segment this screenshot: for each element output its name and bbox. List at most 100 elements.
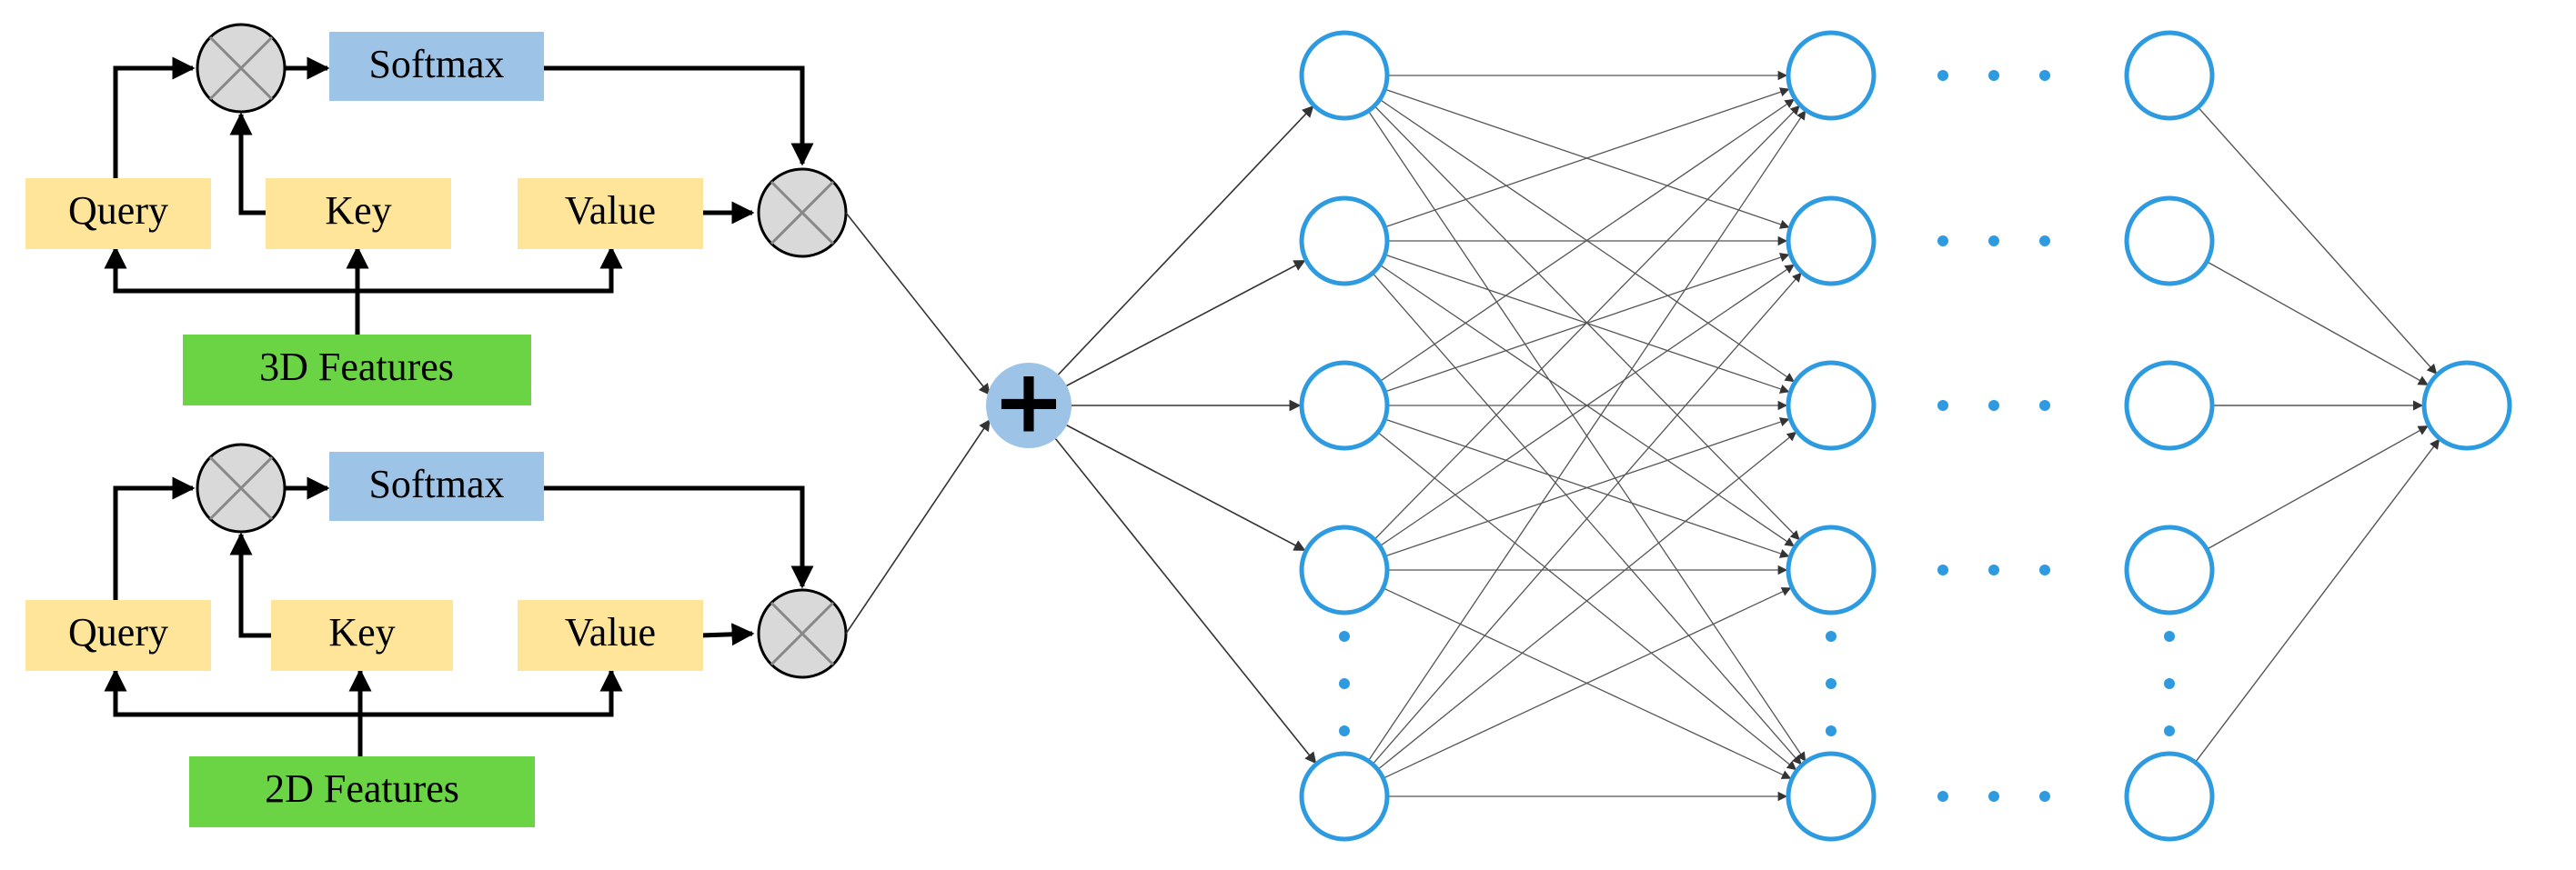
vertical-ellipsis-dot [2164,631,2175,642]
horizontal-ellipsis-dot [1988,565,1999,575]
att2d-to-sum-line [845,418,991,635]
vertical-ellipsis-dot [1826,725,1836,736]
key-label: Key [328,610,395,655]
softmax-to-output-multiply-arrow [542,485,814,589]
horizontal-ellipsis-dot [1937,565,1948,575]
neuron-layer3-row4 [2124,525,2215,615]
query-to-multiply-arrow [113,56,196,179]
dense-connection [1372,272,1802,765]
dense-connection [1384,417,1790,557]
horizontal-ellipsis-dot [1937,70,1948,81]
sum-to-layer1-connection [1066,425,1306,551]
vertical-ellipsis-dot [1826,631,1836,642]
horizontal-ellipsis-dot [2039,565,2050,575]
output-connection [2194,438,2440,764]
dense-connection [1383,587,1792,779]
ellipsis-dots [1339,70,2175,802]
multiply-node-output-2d [757,588,848,679]
neuron-layer2-row1 [1786,30,1877,121]
softmax-label: Softmax [368,462,504,506]
fusion-input-lines [845,212,991,635]
query-label: Query [68,610,168,655]
neuron-layer2-row4 [1786,525,1877,615]
query-box-2d: Query [25,600,211,671]
neuron-layer3-row2 [2124,195,2215,286]
key-label: Key [325,188,391,233]
softmax-to-output-multiply-arrow [542,65,814,166]
vertical-ellipsis-dot [1339,678,1350,689]
sum-to-layer1-connection [1066,260,1306,386]
neuron-layer1-row5 [1299,751,1390,842]
horizontal-ellipsis-dot [1988,70,1999,81]
sum-to-layer1-connection [1054,438,1317,765]
neuron-layer2-row5 [1786,751,1877,842]
neuron-layer2-row2 [1786,195,1877,286]
neuron-layer1-row4 [1299,525,1390,615]
query-box-3d: Query [25,178,211,249]
vertical-ellipsis-dot [2164,678,2175,689]
neuron-layer1-row1 [1299,30,1390,121]
horizontal-ellipsis-dot [1937,400,1948,411]
multiply-node-qk-2d [196,443,287,534]
softmax-box-2d: Softmax [329,452,544,521]
vertical-ellipsis-dot [1339,631,1350,642]
neuron-layer3-row5 [2124,751,2215,842]
output-connection [2206,261,2429,385]
neuron-layer2-row3 [1786,360,1877,451]
value-box-2d: Value [518,600,703,671]
multiply-node-qk-3d [196,23,287,114]
horizontal-ellipsis-dot [2039,70,2050,81]
key-box-2d: Key [271,600,453,671]
query-label: Query [68,188,168,233]
neuron-layer3-row3 [2124,360,2215,451]
horizontal-ellipsis-dot [1988,235,1999,246]
value-label: Value [565,188,656,233]
sum-node: + [986,350,1072,452]
neuron-layer1-row3 [1299,360,1390,451]
sum-to-layer1-connection [1057,105,1314,375]
dense-connection [1377,431,1797,771]
dense-connection [1374,105,1800,540]
horizontal-ellipsis-dot [1937,791,1948,802]
att3d-to-sum-line [845,212,991,396]
attention-block-2d: Softmax Query Key Value 2D Features [25,443,848,827]
output-neuron [2421,360,2512,451]
network-connections [1054,70,2440,802]
output-connection [2206,425,2429,550]
vertical-ellipsis-dot [1339,725,1350,736]
features-to-value-arrow [360,668,623,717]
features-box-2d: 2D Features [189,756,535,827]
network-neurons [1299,30,2512,842]
multiply-node-output-3d [757,167,848,258]
horizontal-ellipsis-dot [2039,235,2050,246]
dense-connection [1379,98,1795,383]
features-box-3d: 3D Features [183,335,531,405]
key-to-multiply-arrow [229,532,271,638]
attention-2d-wires [104,476,814,756]
value-to-output-multiply-arrow [699,623,755,646]
vertical-ellipsis-dot [2164,725,2175,736]
features-to-query-arrow [104,245,357,294]
neuron-layer1-row2 [1299,195,1390,286]
dense-connection [1384,87,1790,228]
horizontal-ellipsis-dot [2039,791,2050,802]
key-to-multiply-arrow [229,112,266,215]
attention-3d-wires [104,56,814,336]
output-connection [2197,106,2438,375]
value-box-3d: Value [518,178,703,249]
features-label: 3D Features [259,345,454,389]
dense-connection [1379,264,1795,547]
neuron-layer3-row1 [2124,30,2215,121]
key-box-3d: Key [266,178,451,249]
fully-connected-network: + [845,30,2512,842]
value-label: Value [565,610,656,655]
dense-connection [1367,110,1806,762]
query-to-multiply-arrow [113,476,196,600]
features-label: 2D Features [265,766,459,811]
vertical-ellipsis-dot [1826,678,1836,689]
horizontal-ellipsis-dot [1988,400,1999,411]
softmax-label: Softmax [368,42,504,86]
horizontal-ellipsis-dot [1988,791,1999,802]
